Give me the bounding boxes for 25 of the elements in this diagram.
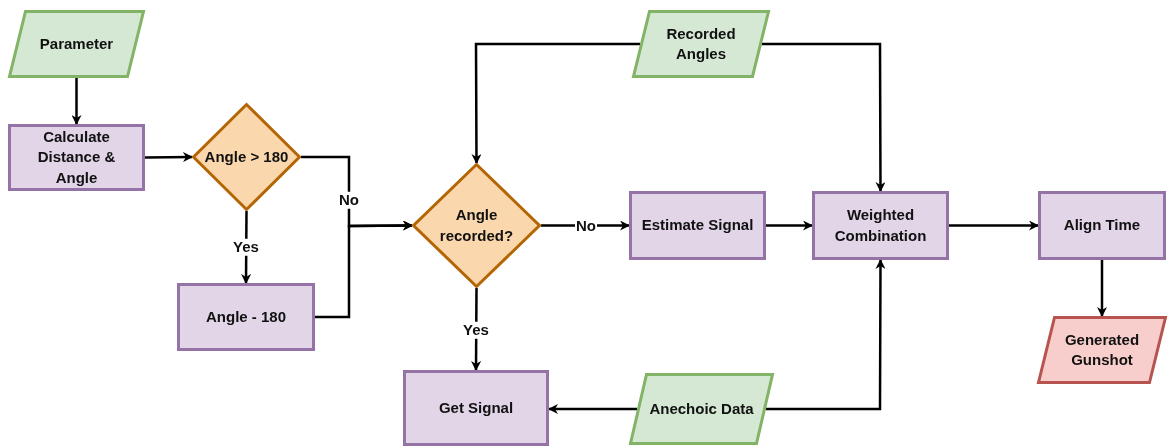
process-box: Estimate Signal (629, 191, 766, 260)
process-box: Get Signal (403, 370, 549, 446)
arrow (471, 42, 640, 164)
arrow (315, 220, 413, 319)
output-parallelogram: Generated Gunshot (1037, 316, 1167, 384)
data-parallelogram: Anechoic Data (629, 373, 774, 445)
process-box: Align Time (1038, 191, 1166, 260)
process-box: Angle - 180 (177, 283, 315, 351)
arrow (548, 404, 637, 414)
arrow (71, 78, 82, 125)
arrow (766, 259, 886, 411)
decision-diamond: Angle > 180 (192, 103, 301, 211)
edge-label: No (338, 191, 360, 209)
arrow (762, 42, 886, 192)
arrow (949, 220, 1039, 231)
data-parallelogram: Recorded Angles (632, 10, 770, 78)
arrow (145, 152, 193, 163)
arrow (1097, 260, 1107, 317)
edge-label: Yes (232, 238, 260, 256)
process-box: Weighted Combination (812, 191, 949, 260)
arrow (766, 220, 813, 231)
data-parallelogram: Parameter (8, 10, 145, 78)
edge-label: Yes (462, 321, 490, 339)
decision-diamond: Angle recorded? (412, 163, 541, 288)
process-box: Calculate Distance & Angle (8, 124, 145, 191)
